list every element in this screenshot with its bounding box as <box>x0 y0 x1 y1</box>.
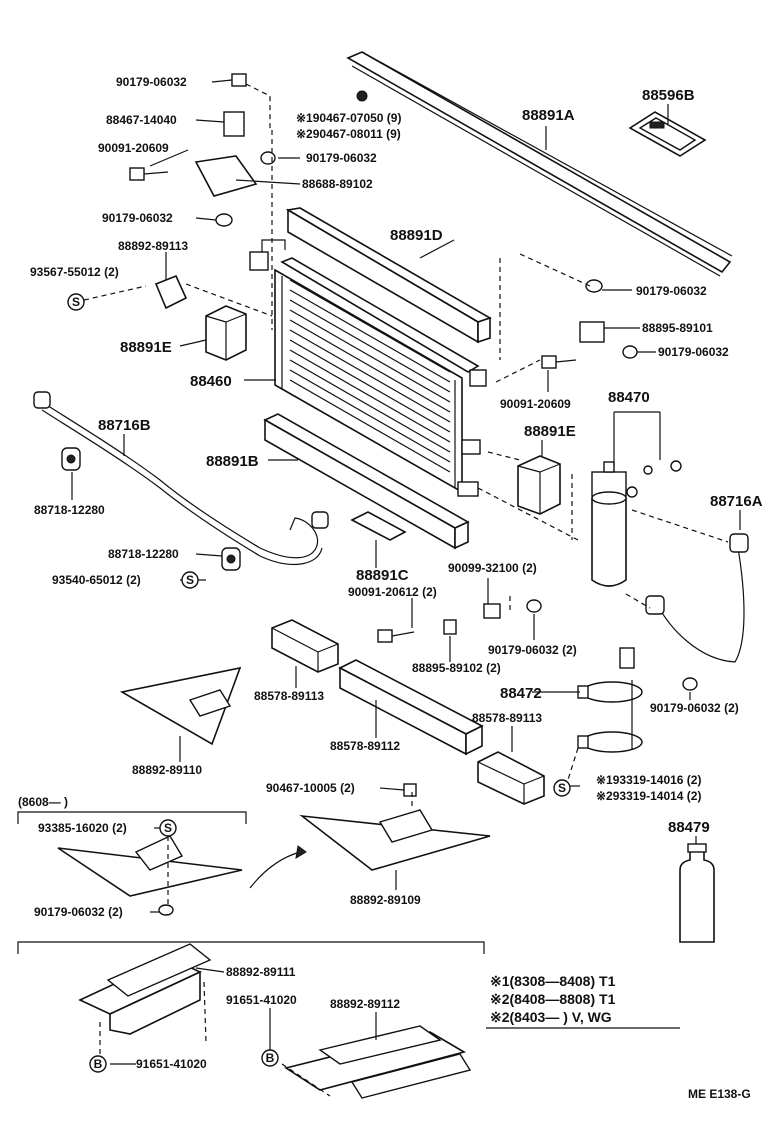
label-drawing-code: ME E138-G <box>688 1087 751 1101</box>
label-90179-06032-f: 90179-06032 (2) <box>488 643 577 657</box>
fasteners <box>129 73 698 916</box>
label-88892-89113: 88892-89113 <box>118 239 188 253</box>
bracket-88892-89111 <box>78 943 212 1035</box>
pipe-88716b <box>33 391 329 565</box>
label-90099-32100: 90099-32100 (2) <box>448 561 537 575</box>
label-88895-89101: 88895-89101 <box>642 321 713 335</box>
pad-88891c <box>350 511 407 541</box>
label-90179-06032-c: 90179-06032 <box>102 211 173 225</box>
foam-88578-89113-left <box>271 619 339 673</box>
svg-text:B: B <box>266 1051 275 1065</box>
label-88891b: 88891B <box>206 453 259 470</box>
label-88467-14040: 88467-14040 <box>106 113 177 127</box>
label-90091-20612: 90091-20612 (2) <box>348 585 437 599</box>
plate-88892-89109 <box>299 809 491 871</box>
receiver-88470 <box>591 460 682 587</box>
foam-88891e-right <box>517 455 561 515</box>
label-88578-89112: 88578-89112 <box>330 739 400 753</box>
label-88895-89102: 88895-89102 (2) <box>412 661 501 675</box>
label-88578-89113-b: 88578-89113 <box>472 711 542 725</box>
bracket-88892-89112 <box>284 1025 472 1099</box>
label-88596b: 88596B <box>642 87 695 104</box>
label-91651-41020-b: 91651-41020 <box>136 1057 207 1071</box>
label-88718-12280-b: 88718-12280 <box>108 547 179 561</box>
label-88891c: 88891C <box>356 567 409 584</box>
label-88688-89102: 88688-89102 <box>302 177 373 191</box>
note-3: ※2(8403— ) V, WG <box>490 1009 612 1025</box>
arrow-head <box>295 845 307 859</box>
label-88470: 88470 <box>608 389 650 406</box>
clamp-88718-lower <box>221 547 241 571</box>
applicability-notes: ※1(8308—8408) T1 ※2(8408—8808) T1 ※2(840… <box>490 973 616 1025</box>
label-93540-65012: 93540-65012 (2) <box>52 573 141 587</box>
label-88716b: 88716B <box>98 417 151 434</box>
svg-text:S: S <box>186 573 194 587</box>
part-labels: 90179-06032 88467-14040 ※190467-07050 (9… <box>18 75 763 1101</box>
foam-88578-89113-right <box>477 751 545 805</box>
label-90179-06032-b: 90179-06032 <box>306 151 377 165</box>
label-88892-89110: 88892-89110 <box>132 763 202 777</box>
label-93319-14014: ※293319-14014 (2) <box>596 789 701 803</box>
symbol-s-93319: S <box>553 779 571 797</box>
label-90179-06032-d: 90179-06032 <box>636 284 707 298</box>
label-88892-89112: 88892-89112 <box>330 997 400 1011</box>
label-93385-16020: 93385-16020 (2) <box>38 821 127 835</box>
svg-text:S: S <box>72 295 80 309</box>
svg-text:B: B <box>94 1057 103 1071</box>
foam-88891d <box>285 207 492 344</box>
symbol-s-93385: S <box>159 819 177 837</box>
foam-88578-89112 <box>338 659 484 756</box>
label-90091-20609-a: 90091-20609 <box>98 141 169 155</box>
svg-text:S: S <box>558 781 566 795</box>
dashed-guides <box>83 83 729 1097</box>
label-93567-55012: 93567-55012 (2) <box>30 265 119 279</box>
label-8608-range: (8608— ) <box>18 795 68 809</box>
bracket-88472 <box>577 647 643 753</box>
label-88718-12280-a: 88718-12280 <box>34 503 105 517</box>
label-90467-10005: 90467-10005 (2) <box>266 781 355 795</box>
label-88891a: 88891A <box>522 107 575 124</box>
label-88891e-left: 88891E <box>120 339 172 356</box>
pipe-88716a <box>645 533 749 663</box>
foam-88891e-left <box>205 305 247 361</box>
label-90179-06032-h: 90179-06032 (2) <box>34 905 123 919</box>
label-88578-89113-a: 88578-89113 <box>254 689 324 703</box>
label-88892-89109: 88892-89109 <box>350 893 421 907</box>
label-88891e-right: 88891E <box>524 423 576 440</box>
symbol-b-right: B <box>261 1049 279 1067</box>
bottle-88479 <box>679 843 715 943</box>
label-88472: 88472 <box>500 685 542 702</box>
pad-88596b <box>628 111 707 157</box>
symbol-b-left: B <box>89 1055 107 1073</box>
label-90091-20609-b: 90091-20609 <box>500 397 571 411</box>
label-88460: 88460 <box>190 373 232 390</box>
label-90467-07050: ※190467-07050 (9) <box>296 111 401 125</box>
clamp-88718-upper <box>61 447 81 471</box>
condenser-88460 <box>249 239 487 497</box>
plate-88892-89110 <box>119 666 242 746</box>
label-90179-06032-a: 90179-06032 <box>116 75 187 89</box>
label-88716a: 88716A <box>710 493 763 510</box>
rail-88891a <box>346 51 733 277</box>
label-88892-89111: 88892-89111 <box>226 965 296 979</box>
svg-text:S: S <box>164 821 172 835</box>
arrow-curve <box>249 851 301 889</box>
label-90179-06032-g: 90179-06032 (2) <box>650 701 739 715</box>
label-88479: 88479 <box>668 819 710 836</box>
note-2: ※2(8408—8808) T1 <box>490 991 616 1007</box>
label-90179-06032-e: 90179-06032 <box>658 345 729 359</box>
symbol-s-93540: S <box>181 571 199 589</box>
section-frames <box>17 811 680 1029</box>
label-93319-14016: ※193319-14016 (2) <box>596 773 701 787</box>
note-1: ※1(8308—8408) T1 <box>490 973 616 989</box>
foam-88891b <box>263 413 470 550</box>
label-88891d: 88891D <box>390 227 443 244</box>
label-90467-08011: ※290467-08011 (9) <box>296 127 401 141</box>
symbol-s-93567: S <box>67 293 85 311</box>
plate-8608 <box>57 835 243 897</box>
label-91651-41020-a: 91651-41020 <box>226 993 297 1007</box>
